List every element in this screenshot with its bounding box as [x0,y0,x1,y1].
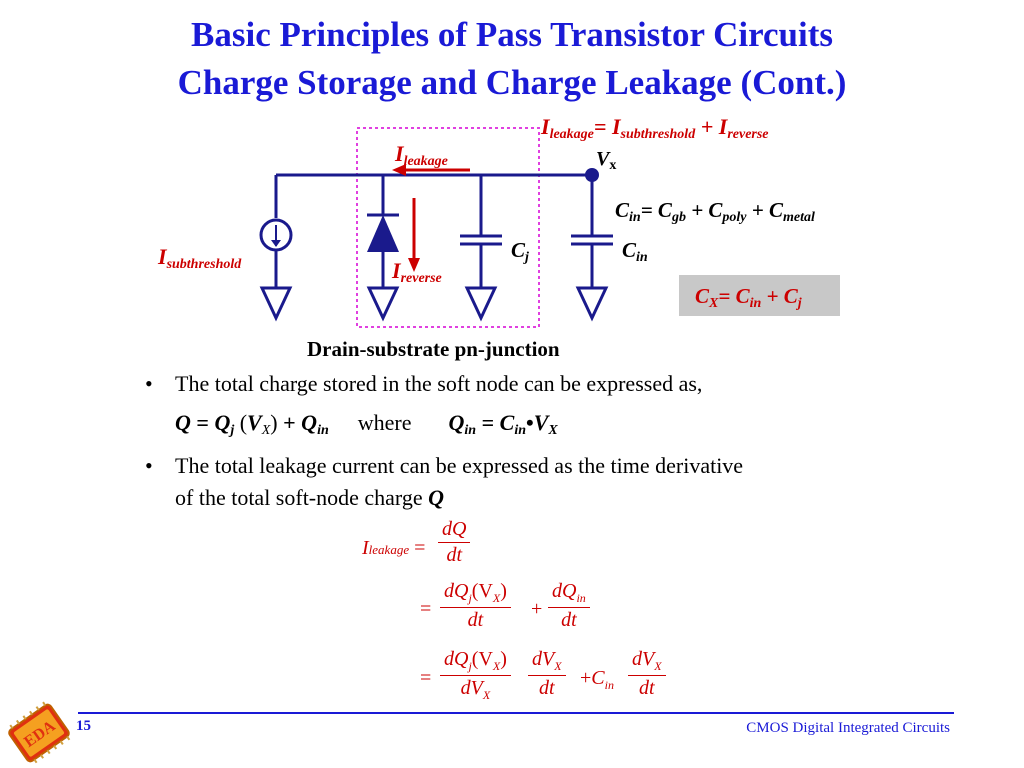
cx-highlight-box [679,275,840,316]
cin-composition-equation: Cin= Cgb + Cpoly + Cmetal [615,198,815,225]
eda-logo-icon: EDA [8,701,71,764]
cj-label: Cj [511,238,529,265]
footer-divider [78,712,954,714]
bullet-2-q: Q [428,485,445,510]
pn-junction-box [356,127,540,328]
eq2-fraction-1: dQj(VX) dt [440,580,511,632]
eq2-fraction-2: dQin dt [548,580,590,632]
cin-label: Cin [622,238,648,265]
diode-symbol [367,215,399,252]
bullet-marker: • [145,453,153,478]
ireverse-label: Ireverse [392,258,442,286]
ground-symbol [464,286,498,322]
eq3-fraction-1: dQj(VX) dVX [440,648,511,703]
node-vx-label: Vx [596,148,617,173]
ground-symbol [259,286,293,322]
eq3-equals: = [420,667,432,689]
bullet-marker: • [145,371,153,396]
junction-caption: Drain-substrate pn-junction [307,337,560,361]
isubthreshold-label: Isubthreshold [158,244,242,272]
bullet-2-line1: The total leakage current can be express… [175,453,744,478]
eq2-equals: = [420,598,432,620]
ground-symbol [575,286,609,322]
eq3-fraction-3: dVX dt [628,648,666,700]
cx-equation: CX= Cin + Cj [695,284,802,311]
eq3-cin-term: +Cin [580,667,614,692]
slide-title: Basic Principles of Pass Transistor Circ… [191,15,833,54]
slide-subtitle: Charge Storage and Charge Leakage (Cont.… [177,63,847,102]
ileakage-label: Ileakage [395,141,448,169]
leakage-sum-equation: Ileakage= Isubthreshold + Ireverse [541,114,769,142]
ground-symbol [366,286,400,322]
bullet-2-line2: of the total soft-node charge [175,485,429,510]
eq3-fraction-2: dVX dt [528,648,566,700]
page-number: 15 [76,718,91,734]
eq2-plus: + [531,598,543,620]
eq1-lhs: Ileakage = [362,537,426,559]
course-name: CMOS Digital Integrated Circuits [746,720,950,736]
bullet-1-text: The total charge stored in the soft node… [175,371,703,396]
charge-equation: Q = Qj (VX) + Qin where Qin = Cin•VX [175,410,558,438]
